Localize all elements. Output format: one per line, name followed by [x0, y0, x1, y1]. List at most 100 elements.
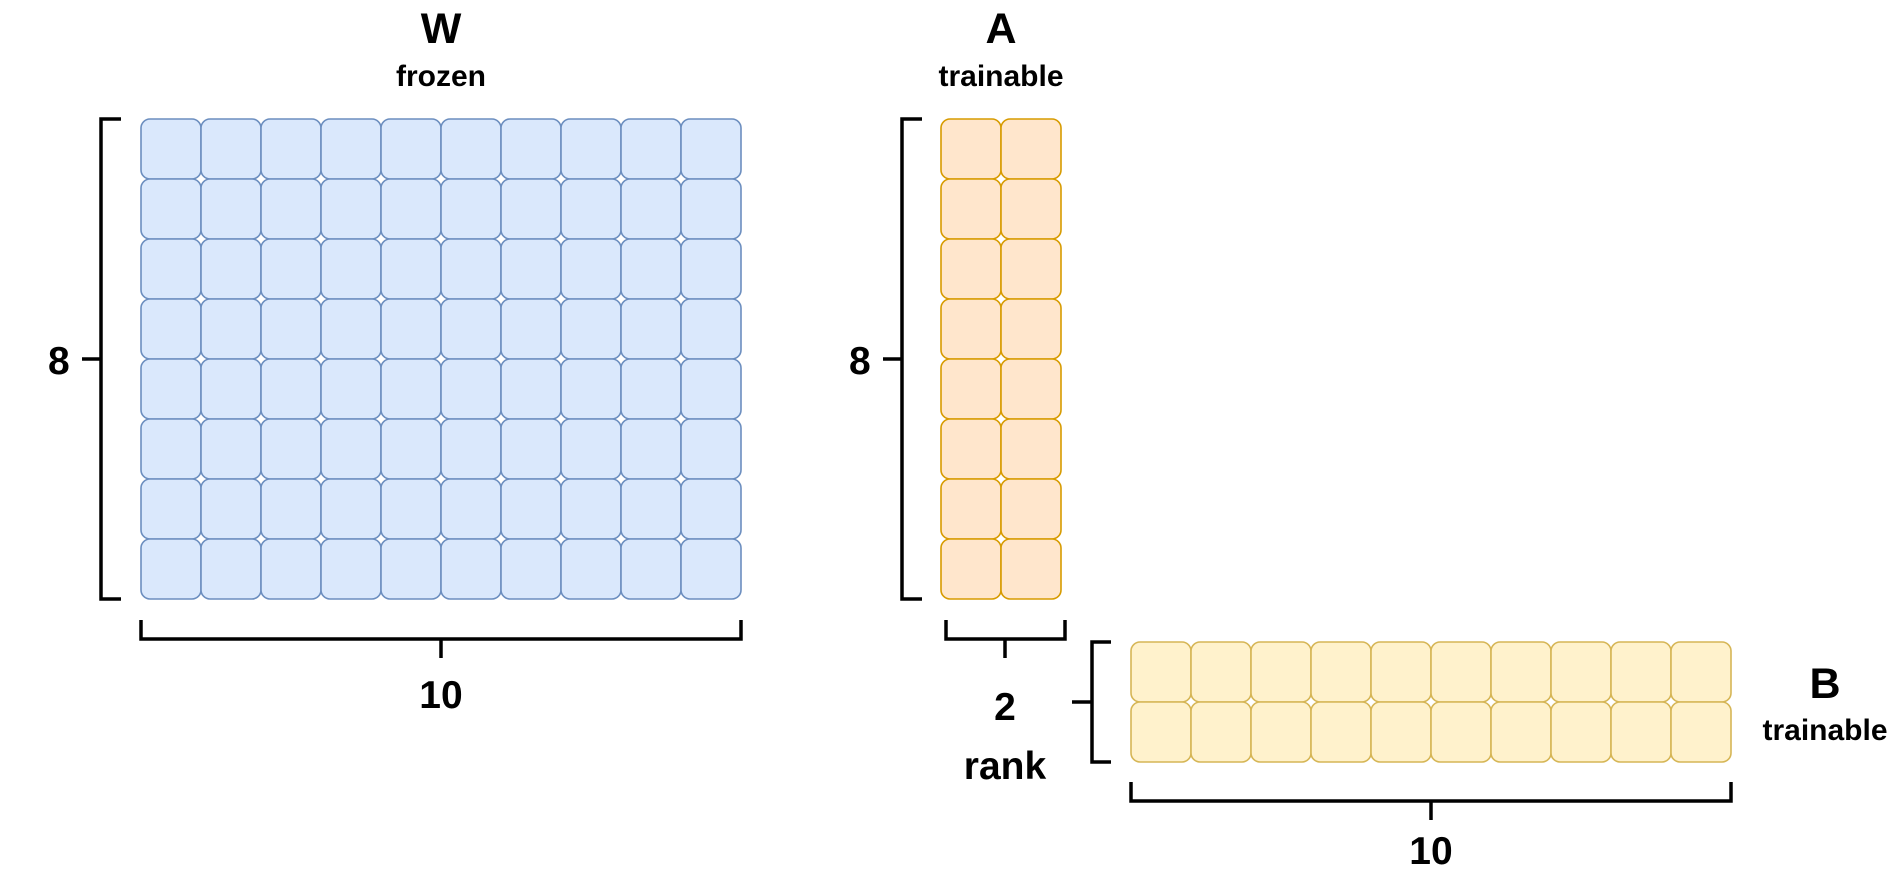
matrix-w-cell [620, 478, 682, 540]
matrix-w-cell [140, 238, 202, 300]
matrix-a-cell [1000, 478, 1062, 540]
matrix-w-cell [320, 418, 382, 480]
matrix-w-cell [320, 358, 382, 420]
matrix-w-cell [140, 118, 202, 180]
matrix-w-cell [380, 418, 442, 480]
matrix-a-cols-label: 2 [994, 686, 1016, 729]
matrix-w-cell [500, 238, 562, 300]
matrix-a-cell [940, 298, 1002, 360]
matrix-w-cell [260, 298, 322, 360]
matrix-w-cell [560, 358, 622, 420]
matrix-a-rank-label: rank [963, 745, 1047, 788]
matrix-a-rows-bracket [900, 117, 922, 601]
matrix-w-cell [140, 478, 202, 540]
matrix-w-cell [380, 358, 442, 420]
matrix-w-cell [140, 298, 202, 360]
matrix-b-cols-bracket [1129, 782, 1733, 803]
matrix-w-cell [260, 418, 322, 480]
matrix-b-cell [1310, 701, 1372, 763]
matrix-w-cell [440, 118, 502, 180]
matrix-b-cell [1670, 701, 1732, 763]
matrix-w-cell [440, 358, 502, 420]
matrix-w-rows-bracket [99, 117, 121, 601]
matrix-b-caption: trainable [1762, 714, 1888, 747]
matrix-a-cell [940, 538, 1002, 600]
matrix-w-cell [200, 538, 262, 600]
matrix-w-cell [320, 298, 382, 360]
matrix-b-cell [1130, 641, 1192, 703]
matrix-w-cell [500, 538, 562, 600]
matrix-w-cell [380, 478, 442, 540]
matrix-w-cell [500, 478, 562, 540]
matrix-a-cell [940, 238, 1002, 300]
matrix-b-grid [1130, 641, 1732, 763]
matrix-w-cell [680, 418, 742, 480]
matrix-a-cell [1000, 238, 1062, 300]
matrix-w-cell [500, 298, 562, 360]
matrix-w-cell [140, 358, 202, 420]
matrix-w-cell [260, 238, 322, 300]
matrix-w-cell [320, 118, 382, 180]
matrix-w-cell [440, 298, 502, 360]
matrix-w-cell [260, 478, 322, 540]
matrix-a-cell [1000, 178, 1062, 240]
matrix-w-cols-label: 10 [419, 674, 463, 717]
matrix-w-cell [620, 358, 682, 420]
matrix-w-cell [560, 298, 622, 360]
matrix-b-cell [1490, 701, 1552, 763]
matrix-w-cell [560, 238, 622, 300]
matrix-w-cell [260, 538, 322, 600]
matrix-w-cell [380, 538, 442, 600]
matrix-w-cell [560, 478, 622, 540]
matrix-w-cell [200, 358, 262, 420]
matrix-w-cell [200, 178, 262, 240]
matrix-w-cell [500, 358, 562, 420]
matrix-a-cols-bracket [944, 620, 1067, 641]
matrix-w-cell [260, 178, 322, 240]
matrix-w-cell [380, 178, 442, 240]
matrix-w-grid [140, 118, 742, 600]
matrix-b-title: B [1809, 660, 1841, 708]
matrix-a-caption: trainable [938, 60, 1064, 93]
matrix-w-caption: frozen [396, 60, 486, 93]
matrix-w-cell [620, 298, 682, 360]
matrix-w-cell [620, 178, 682, 240]
matrix-w-cell [560, 178, 622, 240]
matrix-b-cell [1370, 641, 1432, 703]
matrix-w-cell [200, 418, 262, 480]
matrix-w-cell [260, 118, 322, 180]
matrix-w-cell [440, 178, 502, 240]
matrix-w-cell [200, 238, 262, 300]
matrix-a-cell [940, 418, 1002, 480]
matrix-a-rows-label: 8 [849, 340, 871, 383]
matrix-w-cell [320, 178, 382, 240]
matrix-a-cell [940, 178, 1002, 240]
matrix-a-cell [940, 478, 1002, 540]
matrix-b-rows-bracket [1090, 640, 1111, 764]
matrix-w-cell [200, 298, 262, 360]
matrix-b-cols-label: 10 [1409, 830, 1453, 873]
matrix-a-cell [940, 118, 1002, 180]
matrix-w-cell [320, 538, 382, 600]
matrix-w-cell [620, 238, 682, 300]
matrix-w-title: W [420, 5, 462, 53]
matrix-a-cell [1000, 118, 1062, 180]
matrix-w-cell [320, 478, 382, 540]
matrix-b-cell [1190, 641, 1252, 703]
matrix-w-cell [560, 118, 622, 180]
matrix-a-cell [940, 358, 1002, 420]
matrix-w-cell [200, 118, 262, 180]
matrix-w-cell [380, 238, 442, 300]
matrix-b-cell [1310, 641, 1372, 703]
matrix-w-cell [560, 538, 622, 600]
matrix-w-cell [380, 298, 442, 360]
matrix-w-cell [680, 178, 742, 240]
matrix-w-rows-label: 8 [48, 340, 70, 383]
matrix-w-cell [440, 478, 502, 540]
matrix-b-cell [1430, 701, 1492, 763]
matrix-b-cell [1610, 641, 1672, 703]
matrix-w-cell [500, 178, 562, 240]
matrix-b-cell [1550, 641, 1612, 703]
matrix-w-cell [680, 298, 742, 360]
